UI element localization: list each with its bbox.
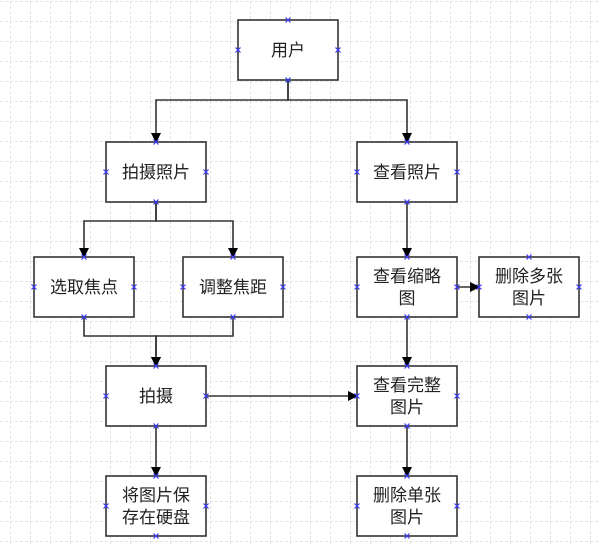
connector-take-photo-to-adjust-focal <box>155 202 238 258</box>
connection-point-right-icon[interactable] <box>280 284 286 290</box>
connection-point-left-icon[interactable] <box>103 503 109 509</box>
connection-point-left-icon[interactable] <box>354 284 360 290</box>
connector-adjust-focal-to-shoot <box>151 317 234 367</box>
connection-point-left-icon[interactable] <box>235 47 241 53</box>
connection-point-right-icon[interactable] <box>335 47 341 53</box>
connection-point-right-icon[interactable] <box>203 503 209 509</box>
connection-point-top-icon[interactable] <box>404 254 410 260</box>
connection-point-left-icon[interactable] <box>103 169 109 175</box>
node-select-focus[interactable]: 选取焦点 <box>31 254 137 320</box>
node-label-line: 查看缩略 <box>373 267 441 287</box>
node-label-line: 查看照片 <box>373 163 441 183</box>
connection-point-top-icon[interactable] <box>153 363 159 369</box>
connection-point-left-icon[interactable] <box>103 393 109 399</box>
connectors-layer <box>79 80 480 477</box>
connection-point-bottom-icon[interactable] <box>404 423 410 429</box>
connection-point-bottom-icon[interactable] <box>404 533 410 539</box>
connection-point-left-icon[interactable] <box>476 284 482 290</box>
node-label-line: 将图片保 <box>122 486 190 506</box>
node-label-line: 用户 <box>271 41 305 61</box>
connection-point-left-icon[interactable] <box>180 284 186 290</box>
connection-point-bottom-icon[interactable] <box>153 533 159 539</box>
connection-point-top-icon[interactable] <box>81 254 87 260</box>
connection-point-bottom-icon[interactable] <box>526 314 532 320</box>
connection-point-left-icon[interactable] <box>31 284 37 290</box>
node-label-line: 图 <box>399 289 416 309</box>
node-take-photo[interactable]: 拍摄照片 <box>103 139 209 205</box>
connection-point-bottom-icon[interactable] <box>153 199 159 205</box>
connection-point-right-icon[interactable] <box>454 393 460 399</box>
connection-point-bottom-icon[interactable] <box>81 314 87 320</box>
connection-point-top-icon[interactable] <box>153 139 159 145</box>
connection-point-top-icon[interactable] <box>526 254 532 260</box>
connection-point-top-icon[interactable] <box>285 17 291 23</box>
connection-point-right-icon[interactable] <box>131 284 137 290</box>
node-label-line: 选取焦点 <box>50 278 118 298</box>
connection-point-bottom-icon[interactable] <box>153 423 159 429</box>
connection-point-right-icon[interactable] <box>454 503 460 509</box>
connection-point-top-icon[interactable] <box>404 473 410 479</box>
node-label-line: 删除单张 <box>373 486 441 506</box>
node-label-line: 图片 <box>390 398 424 418</box>
node-label-line: 存在硬盘 <box>122 508 190 528</box>
connection-point-right-icon[interactable] <box>203 169 209 175</box>
connection-point-right-icon[interactable] <box>454 169 460 175</box>
connection-point-left-icon[interactable] <box>354 169 360 175</box>
connection-point-top-icon[interactable] <box>153 473 159 479</box>
connection-point-left-icon[interactable] <box>354 503 360 509</box>
node-view-photo[interactable]: 查看照片 <box>354 139 460 205</box>
connection-point-right-icon[interactable] <box>203 393 209 399</box>
connection-point-bottom-icon[interactable] <box>230 314 236 320</box>
connection-point-top-icon[interactable] <box>230 254 236 260</box>
nodes-layer: 用户拍摄照片查看照片选取焦点调整焦距查看缩略图删除多张图片拍摄查看完整图片将图片… <box>31 17 582 539</box>
node-label-line: 图片 <box>390 508 424 528</box>
connection-point-left-icon[interactable] <box>354 393 360 399</box>
connector-user-to-view-photo <box>287 80 412 143</box>
node-label-line: 查看完整 <box>373 376 441 396</box>
connection-point-right-icon[interactable] <box>576 284 582 290</box>
node-label-line: 删除多张 <box>495 267 563 287</box>
node-label-line: 调整焦距 <box>199 278 267 298</box>
node-user[interactable]: 用户 <box>235 17 341 83</box>
node-label-line: 图片 <box>512 289 546 309</box>
node-adjust-focal[interactable]: 调整焦距 <box>180 254 286 320</box>
node-shoot[interactable]: 拍摄 <box>103 363 209 429</box>
node-label-line: 拍摄 <box>139 387 173 407</box>
connection-point-top-icon[interactable] <box>404 139 410 145</box>
connection-point-bottom-icon[interactable] <box>404 199 410 205</box>
connection-point-bottom-icon[interactable] <box>285 77 291 83</box>
connection-point-right-icon[interactable] <box>454 284 460 290</box>
connection-point-top-icon[interactable] <box>404 363 410 369</box>
node-label-line: 拍摄照片 <box>122 163 190 183</box>
connection-point-bottom-icon[interactable] <box>404 314 410 320</box>
